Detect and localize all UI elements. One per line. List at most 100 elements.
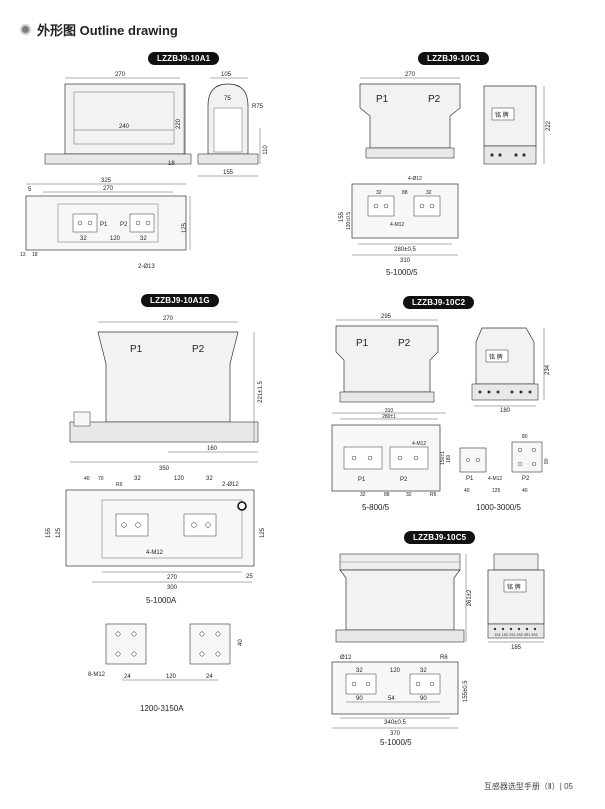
dim-c2-180b: 180 (446, 454, 452, 463)
caption-c5: 5-1000/5 (380, 738, 412, 747)
drawing-a1g-base: 40 70 R6 32 120 32 2-Ø12 4-M12 155 125 1… (46, 476, 266, 591)
dim-c1-222: 222 (546, 120, 552, 131)
dim-c5-90a: 90 (356, 696, 363, 702)
dim-a1-32b: 32 (140, 236, 147, 242)
dim-a1g-40b: 40 (238, 639, 244, 646)
dim-a1-110: 110 (263, 145, 269, 155)
dim-c2-88: 88 (384, 492, 390, 498)
dim-c2-295: 295 (381, 314, 392, 320)
model-label-a1: LZZBJ9-10A1 (148, 52, 220, 65)
dim-c1-m12: 4-M12 (390, 222, 404, 228)
dim-a1g-270: 270 (163, 316, 174, 322)
dim-c1-32a: 32 (376, 190, 382, 196)
dim-a1g-70: 70 (98, 476, 104, 482)
dim-a1-270: 270 (115, 72, 126, 78)
dim-a1-125: 125 (182, 222, 188, 233)
drawing-c1-base: 4-Ø12 32 88 32 4-M12 155 130±0.5 280±0.5… (339, 176, 459, 264)
dim-c1-32b: 32 (426, 190, 432, 196)
label-c1-p1: P1 (376, 94, 389, 105)
dim-a1g-24b: 24 (206, 674, 213, 680)
c5-terminal-labels: 1S1 1S2 2S1 2S2 3S1 3S2 (494, 633, 537, 637)
dim-a1g-24a: 24 (124, 674, 131, 680)
dim-c2-m12: 4-M12 (412, 441, 426, 447)
dim-c5-261: 261±2 (467, 589, 473, 606)
dim-a1-120: 120 (110, 236, 121, 242)
drawing-c2-side: 铭 牌 180 234 (471, 327, 551, 414)
dim-c5-90b: 90 (420, 696, 427, 702)
dim-c5-r6: R6 (440, 655, 448, 661)
dim-a1g-125: 125 (56, 527, 62, 538)
dim-a1g-300: 300 (167, 585, 178, 591)
dim-c2-m12b: 4-M12 (488, 476, 502, 482)
dim-c2-310: 310 (385, 408, 394, 414)
dim-c5-hole: Ø12 (340, 655, 352, 661)
dim-a1-18b: 18 (32, 252, 38, 258)
dim-c1-155: 155 (339, 211, 345, 222)
dim-c2-280: 280±1 (382, 414, 396, 420)
dim-a1-155: 155 (223, 170, 234, 176)
dim-c1-88: 88 (402, 190, 408, 196)
drawing-a1g-terminal: 40 8-M12 24 120 24 (88, 623, 244, 681)
dim-a1g-25: 25 (246, 574, 253, 580)
section-header: 外形图 Outline drawing (20, 20, 178, 39)
dim-a1g-32a: 32 (134, 476, 141, 482)
drawing-c1-front: 270 P1 P2 (359, 72, 461, 159)
dim-c2-180: 180 (500, 408, 511, 414)
dim-c2-234: 234 (545, 364, 551, 375)
dim-c2-80: 80 (522, 434, 528, 440)
page-footer: 互感器选型手册（Ⅱ）| 05 (483, 782, 573, 791)
nameplate-c2: 铭 牌 (489, 353, 503, 361)
dim-c1-280: 280±0.5 (394, 247, 416, 253)
dim-c2-40b: 40 (522, 488, 528, 494)
drawing-c1-side: 铭 牌 222 (483, 85, 552, 165)
drawing-a1-front: 270 240 220 18 (44, 72, 192, 167)
label-c2b-p1: P1 (358, 477, 366, 483)
dim-c2-r6: R6 (430, 492, 437, 498)
dim-c1-130: 130±0.5 (346, 212, 352, 230)
dim-a1g-40: 40 (84, 476, 90, 482)
label-a1-p2: P2 (120, 222, 128, 228)
dim-a1g-r6: R6 (116, 482, 123, 488)
dim-a1-r75: R75 (252, 104, 264, 110)
model-label-c5: LZZBJ9-10C5 (404, 531, 476, 544)
dim-c2-150: 150±1 (440, 451, 446, 465)
caption-c1: 5-1000/5 (386, 268, 418, 277)
dim-a1g-350: 350 (159, 466, 170, 472)
model-label-a1g: LZZBJ9-10A1G (141, 294, 219, 307)
nameplate-c5: 铭 牌 (507, 583, 521, 591)
dim-a1g-120b: 120 (166, 674, 177, 680)
dim-a1g-160: 160 (207, 446, 218, 452)
label-a1g-p1: P1 (130, 344, 143, 355)
dim-c1-310: 310 (400, 258, 411, 264)
dim-c5-32a: 32 (356, 668, 363, 674)
dim-c2-80b: 80 (544, 458, 550, 464)
dim-a1-220: 220 (176, 118, 182, 129)
model-label-c1: LZZBJ9-10C1 (418, 52, 490, 65)
drawing-c2-terminal: 80 80 4-M12 P1 P2 40 125 40 (459, 434, 550, 494)
dim-c5-340: 340±0.5 (384, 720, 406, 726)
label-c1-p2: P2 (428, 94, 441, 105)
caption-a1g-2: 1200-3150A (140, 704, 184, 713)
dim-a1-5: 5 (28, 187, 32, 193)
dim-c5-32b: 32 (420, 668, 427, 674)
dim-a1g-120: 120 (174, 476, 185, 482)
bullet-icon (20, 24, 31, 35)
dim-c2-40a: 40 (464, 488, 470, 494)
dim-a1-325: 325 (101, 178, 112, 184)
dim-a1-hole: 2-Ø13 (138, 264, 155, 270)
drawing-a1-base: 325 270 5 P1 P2 32 120 32 125 13 18 2-Ø1… (20, 178, 191, 270)
label-a1g-p2: P2 (192, 344, 205, 355)
dim-a1-18: 18 (168, 161, 175, 167)
label-a1-p1: P1 (100, 222, 108, 228)
model-label-c2: LZZBJ9-10C2 (403, 296, 475, 309)
caption-a1g-1: 5-1000A (146, 596, 177, 605)
dim-c1-holes: 4-Ø12 (408, 176, 422, 182)
dim-a1g-32b: 32 (206, 476, 213, 482)
drawing-c2-base: 310 280±1 4-M12 150±1 180 P1 P2 32 88 32… (331, 408, 452, 498)
dim-c5-54: 54 (388, 696, 395, 702)
dim-a1g-125r: 125 (260, 527, 266, 538)
label-c2t-p1: P1 (466, 476, 474, 482)
label-c2t-p2: P2 (522, 476, 530, 482)
dim-c2-32b: 32 (406, 492, 412, 498)
dim-a1g-m12: 4-M12 (146, 550, 164, 556)
